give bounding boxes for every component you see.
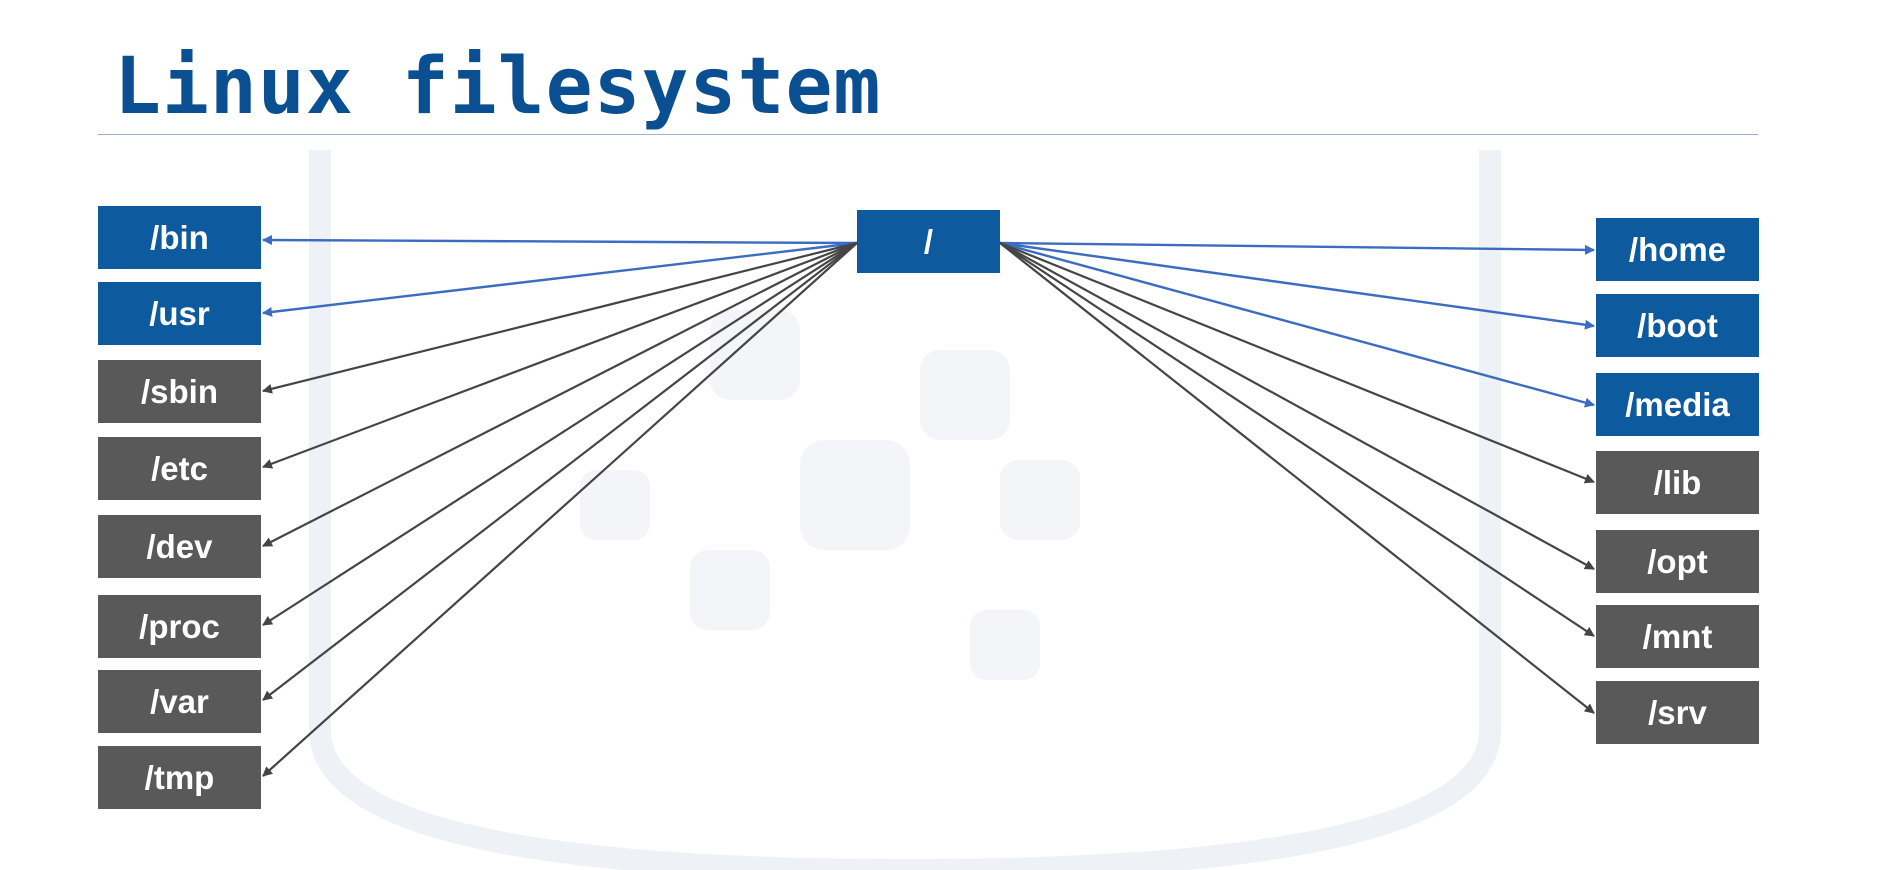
dir-usr-label: /usr xyxy=(149,294,210,332)
arrow-to-proc xyxy=(262,242,858,626)
arrow-to-lib xyxy=(999,241,1595,484)
arrow-to-etc xyxy=(262,241,858,469)
dir-bin-label: /bin xyxy=(150,218,209,256)
dir-srv-box: /srv xyxy=(1596,681,1759,744)
page-title: Linux filesystem xyxy=(114,42,882,132)
dir-sbin-label: /sbin xyxy=(140,372,218,410)
dir-mnt-box: /mnt xyxy=(1596,605,1759,668)
dir-tmp-label: /tmp xyxy=(144,758,215,796)
arrow-to-opt xyxy=(999,242,1595,570)
root-directory-label: / xyxy=(923,222,934,260)
dir-media-box: /media xyxy=(1596,373,1759,436)
dir-mnt-label: /mnt xyxy=(1642,617,1713,655)
dir-home-label: /home xyxy=(1628,230,1727,268)
dir-home-box: /home xyxy=(1596,218,1759,281)
arrow-to-dev xyxy=(262,242,858,547)
dir-etc-box: /etc xyxy=(98,437,261,500)
arrow-to-tmp xyxy=(262,242,858,777)
dir-sbin-box: /sbin xyxy=(98,360,261,423)
dir-var-label: /var xyxy=(150,682,209,720)
dir-proc-box: /proc xyxy=(98,595,261,658)
title-divider xyxy=(98,134,1758,135)
dir-lib-label: /lib xyxy=(1653,463,1702,501)
dir-opt-label: /opt xyxy=(1647,542,1708,580)
dir-proc-label: /proc xyxy=(139,607,220,645)
dir-dev-box: /dev xyxy=(98,515,261,578)
arrow-to-sbin xyxy=(262,241,858,394)
dir-srv-label: /srv xyxy=(1648,693,1707,731)
arrow-to-bin xyxy=(262,235,858,246)
dir-etc-label: /etc xyxy=(151,449,208,487)
arrow-to-srv xyxy=(999,242,1595,714)
dir-boot-box: /boot xyxy=(1596,294,1759,357)
arrow-to-boot xyxy=(999,241,1595,330)
dir-usr-box: /usr xyxy=(98,282,261,345)
dir-dev-label: /dev xyxy=(146,527,213,565)
dir-media-label: /media xyxy=(1625,385,1730,423)
dir-opt-box: /opt xyxy=(1596,530,1759,593)
dir-var-box: /var xyxy=(98,670,261,733)
arrow-to-mnt xyxy=(999,242,1595,637)
root-directory-box: / xyxy=(857,210,1000,273)
arrow-to-home xyxy=(999,241,1595,255)
dir-lib-box: /lib xyxy=(1596,451,1759,514)
arrow-to-var xyxy=(262,242,858,701)
dir-tmp-box: /tmp xyxy=(98,746,261,809)
arrow-to-media xyxy=(999,241,1595,408)
dir-boot-label: /boot xyxy=(1637,306,1718,344)
arrow-to-usr xyxy=(262,241,858,317)
dir-bin-box: /bin xyxy=(98,206,261,269)
